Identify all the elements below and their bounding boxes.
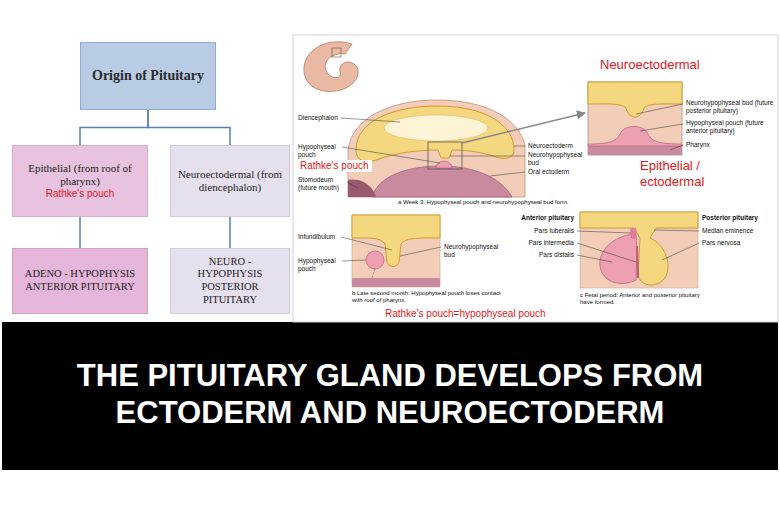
part-label: Oral ectoderm (528, 168, 586, 176)
origin-box: Epithelial (from roof of pharynx)Rathke'… (12, 145, 148, 217)
anterior-pituitary (600, 234, 637, 284)
leader-line (654, 230, 699, 231)
part-label: Pharynx (686, 141, 746, 149)
head-section (348, 100, 525, 197)
root-box: Origin of Pituitary (80, 42, 216, 110)
part-label: a Week 3: Hypophyseal pouch and neurohyp… (398, 199, 586, 206)
connector (148, 110, 230, 145)
hypophyseal-pouch (366, 251, 384, 269)
pharynx (372, 166, 512, 197)
pharynx (352, 278, 440, 287)
part-label: Hypophyseal pouch (future anterior pitui… (686, 119, 776, 135)
part-label: Infundibulum (298, 233, 340, 241)
part-label: Diencephalon (298, 114, 340, 122)
pars-intermedia (637, 246, 638, 278)
thumbnail-marker (332, 48, 341, 57)
part-label: Pars intermedia (500, 239, 574, 247)
caption: THE PITUITARY GLAND DEVELOPS FROM ECTODE… (20, 357, 760, 431)
annotation: Epithelial / ectodermal (640, 158, 720, 189)
pars-tuberalis (630, 228, 637, 240)
part-label: Neurohypophyseal bud (528, 151, 586, 167)
leader-line (577, 255, 612, 262)
stomodeum (348, 180, 376, 197)
leader-line (577, 243, 636, 262)
hypophyseal-pouch (588, 127, 682, 147)
infundibulum (352, 215, 440, 267)
pouch-stalk (372, 269, 375, 278)
leader-line (636, 104, 683, 114)
result-box: NEURO - HYPOPHYSIS POSTERIOR PITUITARY (170, 248, 290, 314)
part-label: c Fetal period: Anterior and posterior p… (580, 292, 708, 306)
leader-line (662, 243, 699, 260)
leader-line (347, 182, 358, 188)
leader-line (450, 156, 525, 157)
hypophyseal-pouch (436, 161, 452, 168)
ventricle (384, 115, 488, 141)
leader-line (640, 124, 683, 131)
part-label: Stomodeum (future mouth) (298, 176, 344, 192)
annotation: Rathke's pouch (300, 160, 372, 172)
connector (80, 110, 148, 145)
part-label: Posterior pituitary (702, 214, 776, 222)
leader-line (514, 146, 525, 147)
leader-line (577, 231, 631, 233)
part-label: Pars nervosa (702, 239, 776, 247)
part-label: Median eminence (702, 227, 776, 235)
node-heading: NEURO - HYPOPHYSIS POSTERIOR PITUITARY (177, 256, 283, 306)
leader-line (490, 172, 525, 176)
section-b (352, 215, 440, 287)
leader-line (341, 237, 392, 250)
annotation: Neuroectodermal (600, 57, 710, 73)
node-note: Rathke's pouch (46, 188, 115, 200)
connector (229, 217, 231, 248)
zoom-arrow (462, 113, 585, 143)
leader-line (341, 118, 400, 122)
part-label: Pars tuberalis (500, 227, 574, 235)
origin-box: Neuroectodermal (from diencephalon) (170, 145, 290, 217)
leader-line (400, 247, 441, 256)
node-heading: ADENO - HYPOPHYSIS ANTERIOR PITUITARY (19, 268, 141, 293)
posterior-pituitary (580, 212, 698, 285)
annotation: Rathke's pouch=hypophyseal pouch (385, 308, 560, 320)
inset-marker (428, 142, 462, 169)
part-label: Hypophyseal pouch (298, 257, 340, 273)
node-heading: Origin of Pituitary (92, 68, 204, 85)
part-label: b Late second month: Hypophyseal pouch l… (352, 290, 502, 304)
part-label: Neuroectoderm (528, 142, 586, 150)
part-label: Neurohypophyseal bud (future posterior p… (686, 99, 776, 115)
embryo-thumbnail (304, 42, 358, 92)
panel-frame (293, 35, 778, 322)
neurohypophyseal-bud (588, 82, 682, 117)
part-label: Neurohypophyseal bud (444, 243, 504, 259)
part-label: Pars distalis (500, 251, 574, 259)
connector (79, 217, 81, 248)
part-label: Anterior pituitary (500, 214, 574, 222)
part-label: Hypophyseal pouch (298, 143, 338, 159)
leader-line (342, 260, 366, 261)
node-heading: Epithelial (from roof of pharynx) (19, 162, 141, 188)
result-box: ADENO - HYPOPHYSIS ANTERIOR PITUITARY (12, 248, 148, 314)
section-c (580, 212, 698, 288)
inset-frame (588, 82, 682, 155)
leader-line (670, 145, 683, 150)
node-heading: Neuroectodermal (from diencephalon) (177, 168, 283, 194)
